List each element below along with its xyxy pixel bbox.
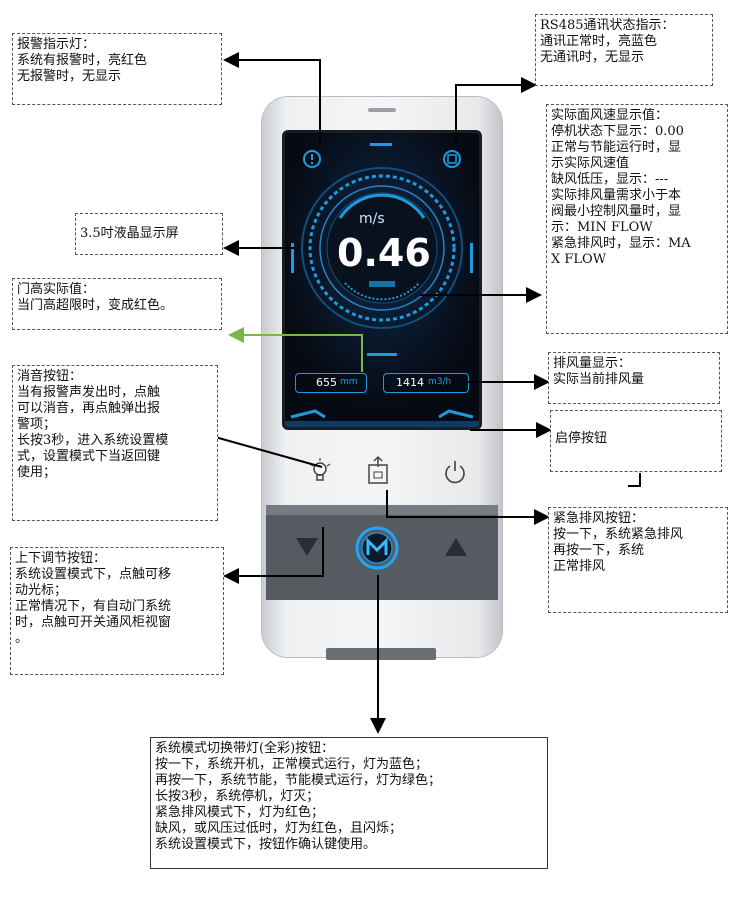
mode-m-icon: [355, 526, 399, 570]
start-stop-button[interactable]: [443, 460, 467, 484]
screen-graphics: [285, 133, 479, 427]
door-height-value: 655: [316, 376, 337, 389]
lcd-screen: m/s 0.46 655 mm 1414 m3/h: [282, 130, 482, 430]
exhaust-value: 1414: [396, 376, 424, 389]
speed-unit: m/s: [359, 211, 385, 227]
annotation-emergency: 紧急排风按钮： 按一下，系统紧急排风 再按一下，系统 正常排风: [548, 507, 728, 613]
down-button[interactable]: [296, 538, 318, 556]
door-height-readout: 655 mm: [295, 373, 367, 393]
door-height-unit: mm: [340, 377, 358, 387]
emergency-exhaust-icon: [368, 455, 388, 484]
rs485-status-icon: [443, 150, 461, 168]
device-bottom-slot: [326, 648, 436, 660]
annotation-mute-button: 消音按钮： 当有报警声发出时，点触 可以消音，再点触弹出报 警项； 长按3秒，进…: [12, 365, 218, 521]
annotation-speed-display: 实际面风速显示值： 停机状态下显示：0.00 正常与节能运行时，显 示实际风速值…: [546, 104, 728, 334]
annotation-mode-button: 系统模式切换带灯(全彩)按钮： 按一下，系统开机，正常模式运行，灯为蓝色； 再按…: [150, 737, 548, 869]
exhaust-unit: m3/h: [428, 377, 452, 387]
alarm-light-icon: [303, 150, 321, 168]
device-top-indicator: [368, 108, 396, 112]
annotation-rs485: RS485通讯状态指示： 通讯正常时，亮蓝色 无通讯时，无显示: [535, 14, 713, 86]
triangle-up-icon: [445, 538, 467, 556]
speed-value: 0.46: [337, 231, 431, 275]
keypad-edge: [266, 505, 498, 515]
annotation-exhaust-display: 排风量显示： 实际当前排风量: [548, 352, 720, 404]
annotation-up-down: 上下调节按钮： 系统设置模式下，点触可移 动光标； 正常情况下，有自动门系统 时…: [10, 547, 224, 675]
mode-switch-button[interactable]: [355, 526, 399, 570]
annotation-lcd: 3.5吋液晶显示屏: [75, 213, 223, 255]
up-button[interactable]: [445, 538, 467, 556]
annotation-start-stop: 启停按钮: [550, 410, 722, 472]
triangle-down-icon: [296, 538, 318, 556]
annotation-alarm-light: 报警指示灯： 系统有报警时，亮红色 无报警时，无显示: [12, 33, 222, 105]
emergency-exhaust-button[interactable]: [366, 455, 390, 485]
annotation-door-height: 门高实际值： 当门高超限时，变成红色。: [12, 278, 222, 330]
power-icon: [445, 461, 465, 484]
